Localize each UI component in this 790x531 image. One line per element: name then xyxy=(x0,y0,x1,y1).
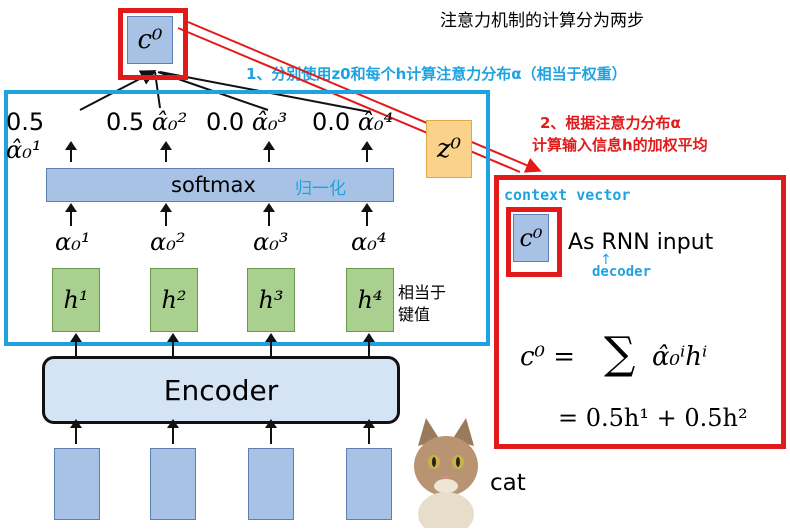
arrow-up xyxy=(160,141,172,162)
input-box-4 xyxy=(346,448,392,520)
formula-rhs: α̂₀ⁱhⁱ xyxy=(652,342,708,372)
arrow-up xyxy=(363,333,375,356)
step2-line1: 2、根据注意力分布α xyxy=(540,114,681,132)
c0-context-outline xyxy=(506,207,562,277)
formula-sum: ∑ xyxy=(604,328,636,379)
c0-box: c⁰ xyxy=(127,16,173,64)
decoder-label: decoder xyxy=(592,264,652,280)
z0-box: z⁰ xyxy=(426,120,472,178)
arrow-up xyxy=(265,333,277,356)
h-note-line2: 键值 xyxy=(398,305,431,324)
step2-text: 2、根据注意力分布α 计算输入信息h的加权平均 xyxy=(532,112,708,156)
arrow-up xyxy=(167,333,179,356)
h-box-4: h⁴ xyxy=(346,268,394,332)
context-title: context vector xyxy=(504,186,631,204)
context-box xyxy=(494,175,786,449)
cat-label: cat xyxy=(490,470,526,496)
arrow-up xyxy=(361,203,373,226)
arrow-up xyxy=(167,419,179,444)
red-arrow-line xyxy=(187,21,542,173)
alpha-2: α₀² xyxy=(150,228,186,256)
input-box-3 xyxy=(248,448,294,520)
weight-2: 0.5 α̂₀² xyxy=(106,108,188,136)
arrow-up xyxy=(70,419,82,444)
h-box-1: h¹ xyxy=(52,268,100,332)
cat-image xyxy=(414,418,478,528)
arrow-up xyxy=(65,203,77,226)
attention-box xyxy=(4,90,490,346)
input-box-2 xyxy=(150,448,196,520)
alpha-3: α₀³ xyxy=(253,228,289,256)
weight-4: 0.0 α̂₀⁴ xyxy=(312,108,394,136)
step2-line2: 计算输入信息h的加权平均 xyxy=(532,136,708,154)
alpha-1: α₀¹ xyxy=(55,228,91,256)
c0-context-box: c⁰ xyxy=(513,214,549,262)
arrow-up xyxy=(160,203,172,226)
formula-lhs: c⁰ = xyxy=(520,342,576,372)
input-box-1 xyxy=(54,448,100,520)
formula-expansion: = 0.5h¹ + 0.5h² xyxy=(558,404,748,432)
c0-outline xyxy=(118,8,188,80)
decoder-arrow: ↑ xyxy=(600,252,612,268)
softmax-note: 归一化 xyxy=(295,179,346,199)
arrow-up xyxy=(263,203,275,226)
h-note: 相当于 键值 xyxy=(398,282,446,326)
step1-text: 1、分别使用z0和每个h计算注意力分布α（相当于权重） xyxy=(246,65,627,83)
h-box-3: h³ xyxy=(247,268,295,332)
arrow-up xyxy=(265,419,277,444)
encoder-block: Encoder xyxy=(42,356,400,424)
arrow-up xyxy=(263,141,275,162)
h-note-line1: 相当于 xyxy=(398,283,447,302)
alpha-4: α₀⁴ xyxy=(351,228,387,256)
softmax-bar: softmax 归一化 xyxy=(46,168,394,202)
diagram-title: 注意力机制的计算分为两步 xyxy=(440,11,644,31)
softmax-label: softmax xyxy=(171,173,256,197)
arrow-up xyxy=(361,141,373,162)
arrow-up xyxy=(65,141,77,162)
weight-1: 0.5 α̂₀¹ xyxy=(6,108,45,164)
h-box-2: h² xyxy=(150,268,198,332)
weight-3: 0.0 α̂₀³ xyxy=(206,108,288,136)
arrow-up xyxy=(363,419,375,444)
rnn-input-label: As RNN input xyxy=(568,230,714,255)
arrow-up xyxy=(70,333,82,356)
